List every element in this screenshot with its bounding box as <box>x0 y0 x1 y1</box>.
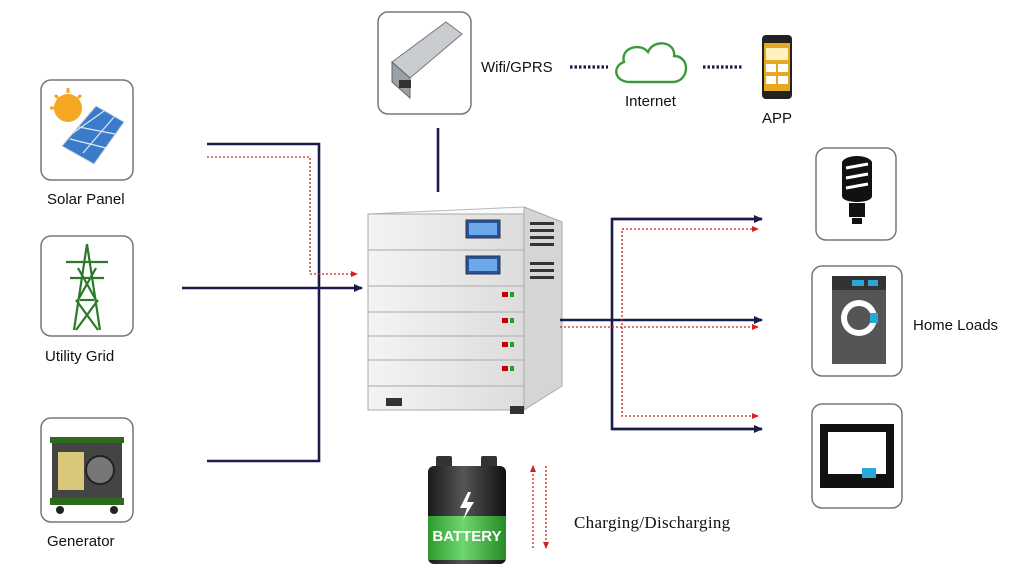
home-loads-label: Home Loads <box>913 317 999 334</box>
wifi-gprs-label: Wifi/GPRS <box>481 59 553 76</box>
light-bulb-icon <box>815 147 897 241</box>
solar-panel-icon <box>40 79 134 181</box>
battery-label: BATTERY <box>432 528 501 545</box>
load-flow-lines <box>560 215 763 433</box>
utility-grid-label: Utility Grid <box>45 348 115 365</box>
power-tower-icon <box>40 235 134 337</box>
charging-discharging-label: Charging/Discharging <box>574 513 731 532</box>
wifi-module-icon <box>377 11 472 115</box>
source-flow-lines <box>182 142 363 463</box>
internet-label: Internet <box>625 93 676 110</box>
battery-inverter-cabinet-icon <box>367 206 563 414</box>
charging-discharging-arrows <box>530 465 549 549</box>
cloud-icon <box>615 42 688 84</box>
tv-monitor-icon <box>811 403 903 509</box>
solar-panel-label: Solar Panel <box>47 191 125 208</box>
battery-icon: BATTERY <box>428 456 506 564</box>
generator-icon <box>40 417 134 523</box>
app-label: APP <box>762 110 793 127</box>
smartphone-icon <box>762 35 792 99</box>
generator-label: Generator <box>47 533 115 550</box>
washing-machine-icon <box>811 265 903 377</box>
